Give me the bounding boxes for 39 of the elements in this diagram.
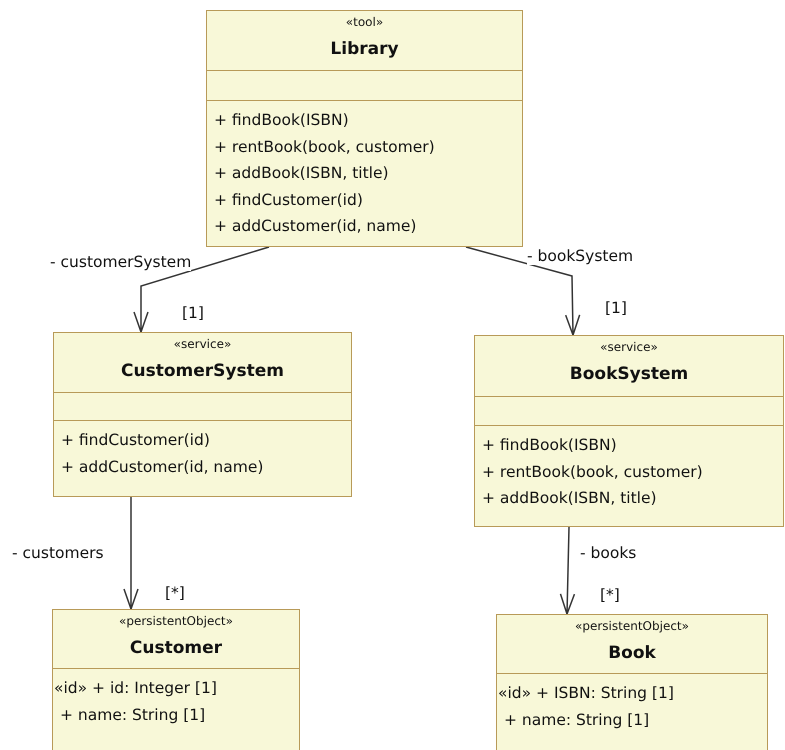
multiplicity-label: [1] [182,304,204,322]
operation-text: + rentBook(book, customer) [482,462,703,482]
association-arrow [466,246,580,336]
operation-text: + addCustomer(id, name) [61,456,264,478]
multiplicity-label: [1] [605,299,627,317]
attribute-text: + name: String [1] [503,710,650,730]
operation-text: + findCustomer(id) [61,430,210,451]
multiplicity-label: [*] [600,586,620,604]
operation-text: + findBook(ISBN) [214,110,349,131]
operation-text: + addBook(ISBN, title) [482,488,657,509]
operation-text: + addBook(ISBN, title) [214,163,389,184]
class-name: Library [330,39,399,59]
class-name: CustomerSystem [121,361,284,381]
class-name: Book [608,643,656,663]
class-box [496,614,768,750]
attribute-text: «id» + ISBN: String [1] [498,683,674,704]
association-arrow [560,526,576,615]
class-name: BookSystem [570,364,688,384]
stereotype-label: «tool» [346,15,384,29]
stereotype-label: «persistentObject» [119,614,233,628]
multiplicity-label: [*] [165,584,185,602]
operation-text: + findBook(ISBN) [482,435,617,456]
class-box [52,609,300,750]
attribute-text: «id» + id: Integer [1] [54,678,217,699]
class-box [206,10,523,247]
class-box [53,332,352,497]
association-arrow [133,246,270,333]
attribute-text: + name: String [1] [59,704,206,726]
operation-text: + rentBook(book, customer) [214,136,435,158]
operation-text: + addCustomer(id, name) [214,216,416,237]
role-label: - bookSystem [527,247,634,265]
stereotype-label: «service» [600,340,658,354]
stereotype-label: «service» [174,337,232,351]
operation-text: + findCustomer(id) [214,190,363,210]
role-label: - customerSystem [50,253,192,271]
class-box [474,335,784,527]
class-name: Customer [130,638,222,658]
association-arrow [123,497,139,610]
stereotype-label: «persistentObject» [575,619,689,633]
